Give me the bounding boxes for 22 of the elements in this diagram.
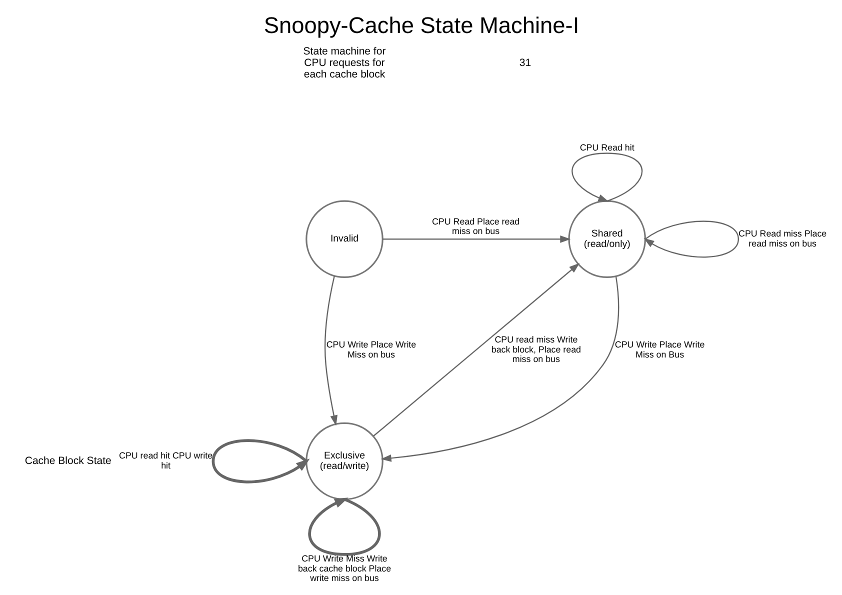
arrow: [211, 439, 310, 484]
edge-label: CPU Read hit: [579, 142, 634, 153]
arrow: [643, 220, 739, 258]
arrow: [571, 152, 642, 202]
label: 31: [518, 57, 531, 70]
arrow: [380, 276, 619, 462]
diagram-title: Snoopy-Cache State Machine-I: [263, 12, 579, 38]
edge-label: CPU Write Miss Write back cache block Place write miss on bus: [297, 554, 391, 584]
label: Cache Block State: [24, 454, 111, 467]
arrow: [382, 235, 570, 243]
arrow: [308, 498, 380, 556]
edge-label: CPU Read miss Place read miss on bus: [738, 228, 826, 248]
label: State machine for CPU requests for each cache block: [302, 46, 386, 80]
arrow: [372, 263, 580, 437]
edge-label: CPU Write Place Write Miss on bus: [326, 340, 416, 360]
node-circle: Exclusive (read/write): [305, 422, 383, 500]
edge-label: CPU Write Place Write Miss on Bus: [614, 340, 704, 360]
edge-label: CPU read hit CPU write hit: [118, 450, 212, 470]
edge-label: CPU read miss Write back block, Place read miss on bus: [490, 334, 580, 364]
edge-label: CPU Read Place read miss on bus: [431, 216, 520, 236]
arrow: [324, 276, 338, 426]
node-circle: Invalid: [305, 200, 383, 278]
